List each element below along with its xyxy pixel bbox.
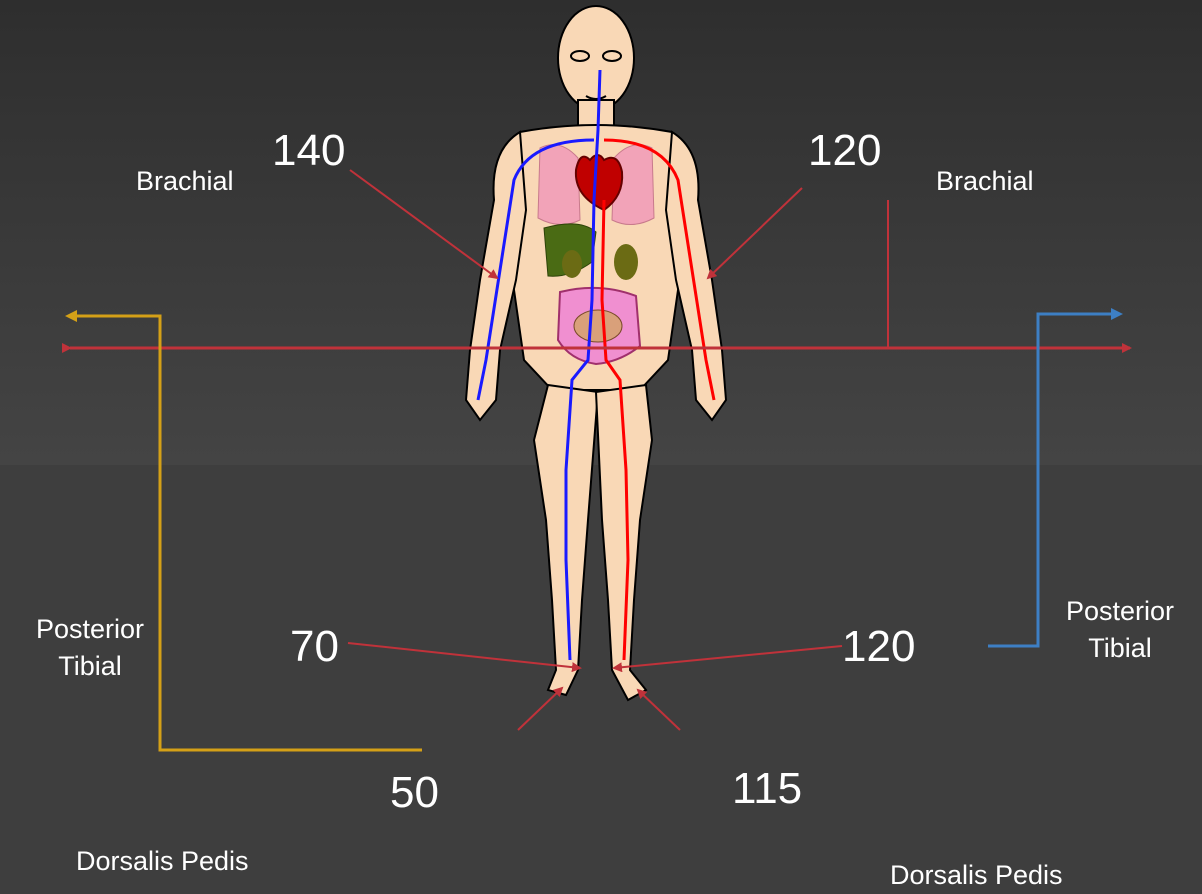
left-posterior-tibial-line1: Posterior bbox=[8, 614, 172, 645]
right-dorsalis-pedis-value: 115 bbox=[732, 764, 802, 814]
arrow-right-brachial bbox=[708, 188, 802, 278]
left-dorsalis-pedis-label: Dorsalis Pedis bbox=[76, 846, 249, 877]
arrow-left-posterior-tibial bbox=[348, 643, 580, 668]
left-posterior-tibial-value: 70 bbox=[290, 622, 339, 672]
left-bracket-arrow bbox=[68, 316, 422, 750]
right-dorsalis-pedis-label: Dorsalis Pedis bbox=[890, 860, 1063, 891]
right-posterior-tibial-value: 120 bbox=[842, 622, 915, 672]
left-dorsalis-pedis-value: 50 bbox=[390, 768, 439, 818]
right-brachial-value: 120 bbox=[808, 126, 881, 176]
left-posterior-tibial-line2: Tibial bbox=[8, 651, 172, 682]
left-brachial-value: 140 bbox=[272, 126, 345, 176]
left-brachial-label: Brachial bbox=[136, 166, 234, 197]
arrow-left-brachial bbox=[350, 170, 497, 278]
head bbox=[558, 6, 634, 110]
right-posterior-tibial-line1: Posterior bbox=[1040, 596, 1200, 627]
arrow-right-dorsalis-pedis bbox=[638, 690, 680, 730]
arrow-left-dorsalis-pedis bbox=[518, 688, 562, 730]
right-posterior-tibial-line2: Tibial bbox=[1040, 633, 1200, 664]
small-intestine bbox=[574, 310, 622, 342]
kidney bbox=[614, 244, 638, 280]
kidney bbox=[562, 250, 582, 278]
right-brachial-label: Brachial bbox=[936, 166, 1034, 197]
arrow-right-posterior-tibial bbox=[614, 646, 842, 668]
left-posterior-tibial-label: Posterior Tibial bbox=[8, 614, 172, 682]
right-posterior-tibial-label: Posterior Tibial bbox=[1040, 596, 1200, 664]
